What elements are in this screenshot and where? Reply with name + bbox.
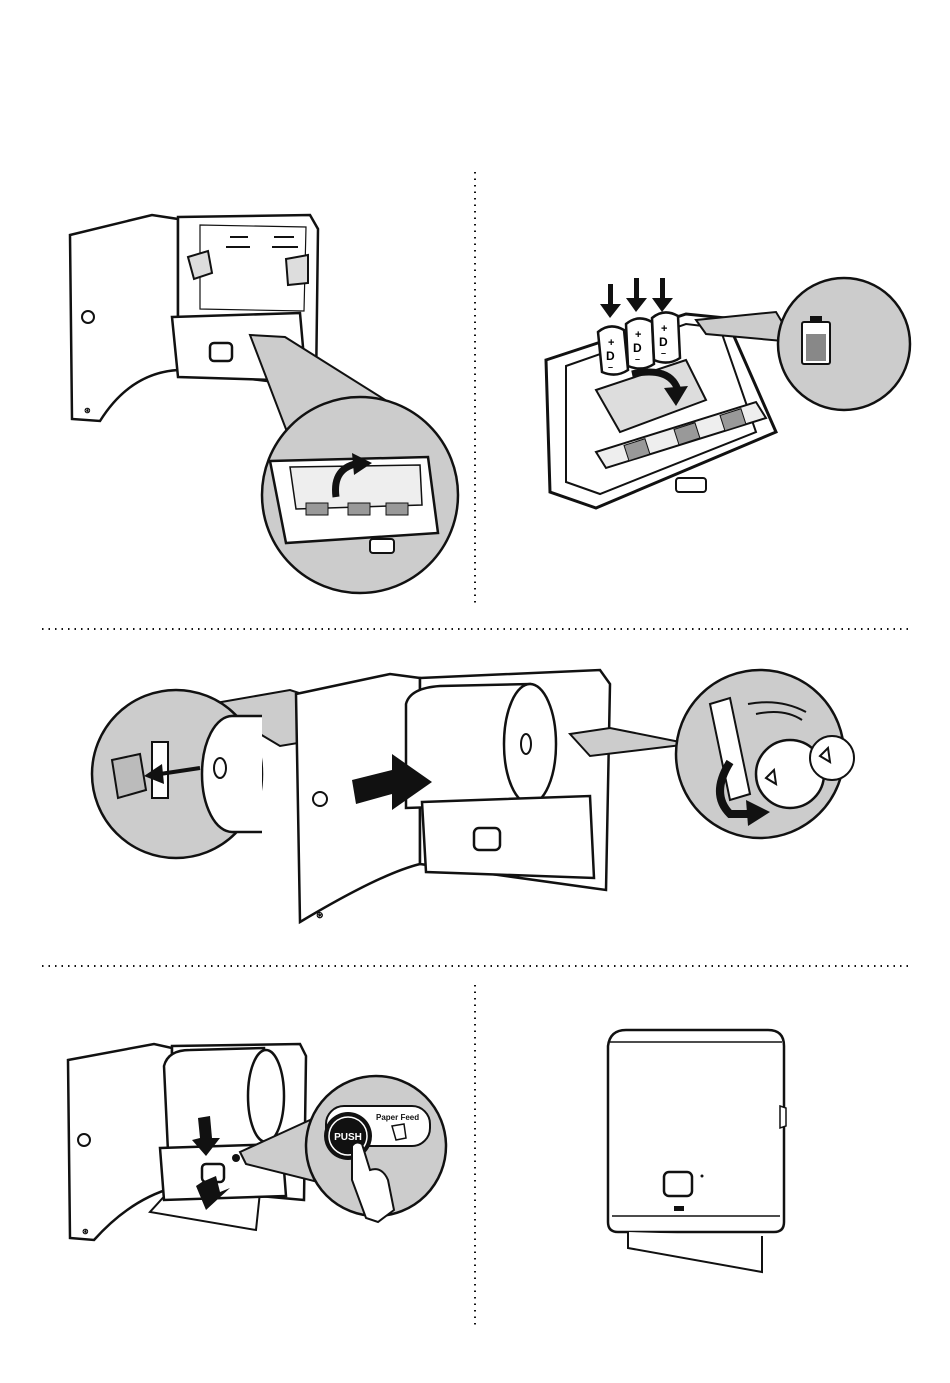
- sensor-window: [210, 343, 232, 361]
- battery-1-letter: D: [606, 349, 615, 363]
- sensor-window: [664, 1172, 692, 1196]
- push-label: PUSH: [334, 1132, 362, 1143]
- battery-1-plus: +: [608, 337, 614, 349]
- battery-callout-circle: [778, 278, 910, 410]
- d-cell-battery-3: + D –: [652, 312, 680, 362]
- svg-text:⊛: ⊛: [82, 1227, 89, 1236]
- step-paper-feed: ⊛ PUSH Paper Feed: [60, 1040, 460, 1255]
- dispenser-housing: [608, 1030, 784, 1232]
- right-callout-wedge: [570, 728, 690, 756]
- right-roll-holder: [286, 255, 308, 285]
- battery-2-letter: D: [633, 341, 642, 355]
- door-lock-icon: [82, 311, 94, 323]
- battery-2-plus: +: [635, 329, 641, 341]
- brand-logo: [674, 1206, 684, 1211]
- d-cell-battery-1: + D –: [598, 326, 628, 374]
- logo-mark: ⊛: [84, 406, 91, 415]
- battery-3-minus: –: [661, 348, 666, 358]
- roll-holder-knob: [112, 754, 146, 798]
- dispensed-paper: [628, 1232, 762, 1272]
- svg-text:⊛: ⊛: [316, 910, 324, 920]
- paper-feed-label: Paper Feed: [376, 1113, 419, 1122]
- step-insert-batteries: + D – + D – + D –: [536, 262, 916, 522]
- battery-3-plus: +: [661, 323, 667, 335]
- battery-3-letter: D: [659, 335, 668, 349]
- step-open-dispenser: ⊛: [60, 205, 460, 605]
- step-load-roll: ⊛: [90, 664, 860, 939]
- d-cell-battery-2: + D –: [626, 318, 654, 368]
- step-closed-dispenser: [606, 1026, 791, 1278]
- battery-2-minus: –: [635, 354, 640, 364]
- battery-1-minus: –: [608, 362, 613, 372]
